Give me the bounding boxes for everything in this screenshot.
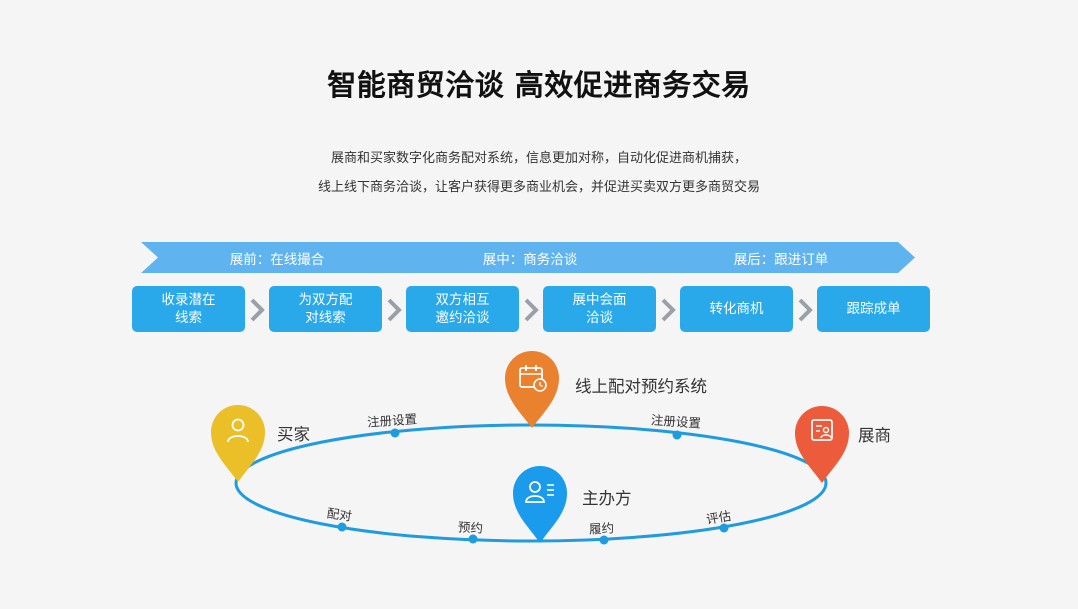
online-booking-system-label: 线上配对预约系统 xyxy=(575,377,707,396)
step-onsite-meeting: 展中会面 洽谈 xyxy=(543,286,656,332)
register-label-right: 注册设置 xyxy=(650,412,702,431)
chevron-right-icon xyxy=(250,298,265,322)
evaluate-label: 评估 xyxy=(705,508,733,527)
phase-label: 展前：在线撮合 xyxy=(229,251,325,268)
step-convert-opportunity: 转化商机 xyxy=(680,286,793,332)
user-icon xyxy=(210,404,265,482)
phase-arrow-pre-show: 展前：在线撮合 xyxy=(141,242,413,273)
chevron-right-icon xyxy=(387,298,402,322)
step-match-leads: 为双方配 对线索 xyxy=(269,286,382,332)
description-line-1: 展商和买家数字化商务配对系统，信息更加对称，自动化促进商机捕获， xyxy=(330,151,747,166)
description-line-2: 线上线下商务洽谈，让客户获得更多商业机会，并促进买卖双方更多商贸交易 xyxy=(317,180,760,195)
ring-dot xyxy=(337,522,347,532)
chevron-right-icon xyxy=(524,298,539,322)
buyer-label: 买家 xyxy=(277,425,310,444)
phase-label: 展中：商务洽谈 xyxy=(482,251,578,268)
ring-dot xyxy=(390,428,400,438)
ring-dot xyxy=(468,534,478,544)
book-label: 预约 xyxy=(457,519,484,536)
fulfill-label: 履约 xyxy=(588,520,615,537)
calendar-clock-icon xyxy=(505,351,559,428)
phase-arrow-post-show: 展后：跟进订单 xyxy=(647,242,915,273)
step-mutual-invite: 双方相互 邀约洽谈 xyxy=(406,286,519,332)
ring-dot xyxy=(599,535,609,545)
document-user-icon xyxy=(795,406,849,483)
ring-dot xyxy=(719,523,729,533)
page-title: 智能商贸洽谈 高效促进商务交易 xyxy=(327,68,751,102)
chevron-right-icon xyxy=(661,298,676,322)
user-list-icon xyxy=(513,466,567,543)
step-track-deal: 跟踪成单 xyxy=(817,286,930,332)
exhibitor-label: 展商 xyxy=(858,426,891,445)
phase-arrow-during-show: 展中：商务洽谈 xyxy=(394,242,666,273)
register-label-left: 注册设置 xyxy=(366,411,418,430)
step-collect-leads: 收录潜在 线索 xyxy=(132,286,245,332)
match-label: 配对 xyxy=(325,505,353,524)
ring-dot xyxy=(672,430,682,440)
phase-label: 展后：跟进订单 xyxy=(733,251,829,268)
organizer-label: 主办方 xyxy=(582,489,632,508)
chevron-right-icon xyxy=(798,298,813,322)
